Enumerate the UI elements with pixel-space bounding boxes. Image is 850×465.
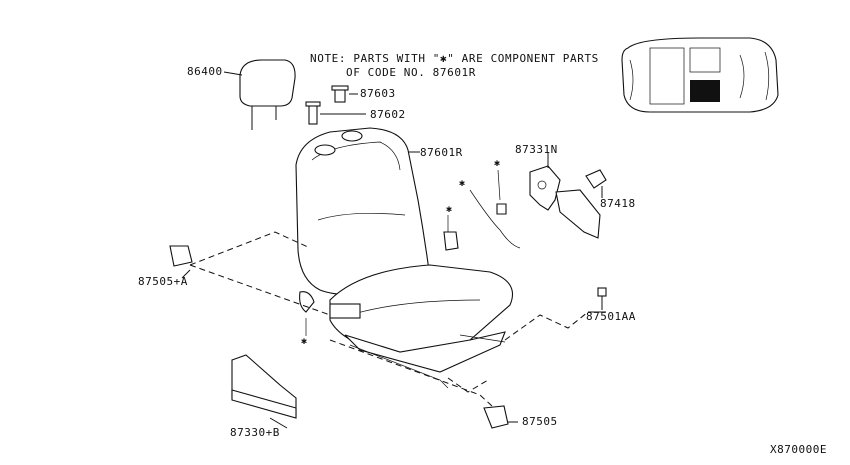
cable-link	[497, 169, 501, 201]
cable	[469, 189, 521, 249]
diagram-code: X870000E	[770, 443, 827, 456]
seat-cushion	[329, 264, 514, 389]
knob-87418	[585, 169, 607, 198]
clip-parts	[299, 203, 507, 313]
component-mark: ✱	[301, 336, 308, 347]
label-87505: 87505	[522, 415, 558, 428]
headrest-86400	[223, 59, 296, 130]
label-86400: 86400	[187, 65, 223, 78]
component-mark: ✱	[446, 204, 453, 215]
label-87602: 87602	[370, 108, 406, 121]
side-cover-87331N	[529, 152, 601, 239]
end-cap-87505	[483, 405, 509, 429]
label-87330B: 87330+B	[230, 426, 280, 439]
seat-back-87601R	[295, 127, 431, 296]
assembly-lines	[189, 215, 589, 407]
component-mark: ✱	[494, 158, 501, 169]
label-87331N: 87331N	[515, 143, 558, 156]
bolt-87501AA	[588, 287, 607, 313]
component-mark: ✱	[459, 178, 466, 189]
label-87418: 87418	[600, 197, 636, 210]
end-cap-87505A	[169, 245, 193, 267]
label-87501AA: 87501AA	[586, 310, 636, 323]
seat-location-highlight	[690, 80, 720, 102]
finisher-87330B	[231, 354, 297, 419]
vehicle-locator-inset	[621, 37, 779, 113]
leader-lines	[181, 269, 518, 429]
label-87601R: 87601R	[420, 146, 463, 159]
label-87603: 87603	[360, 87, 396, 100]
note-line-1: NOTE: PARTS WITH "✱" ARE COMPONENT PARTS	[310, 52, 599, 65]
note-line-2: OF CODE NO. 87601R	[346, 66, 477, 79]
headrest-guides	[305, 85, 366, 125]
label-87505A: 87505+A	[138, 275, 188, 288]
